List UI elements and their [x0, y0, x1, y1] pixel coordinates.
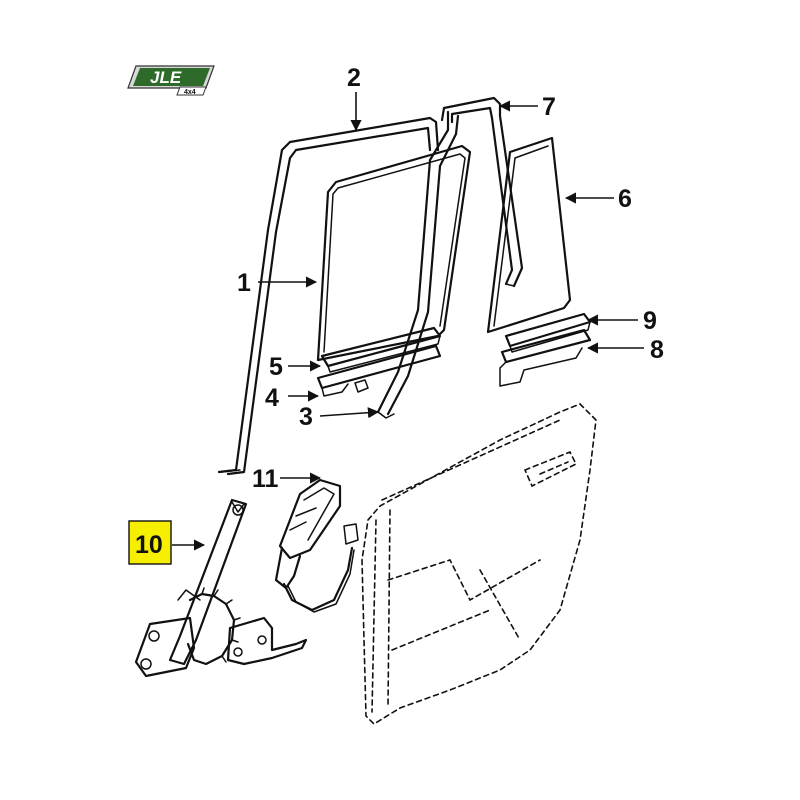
callout-5: 5 — [269, 353, 283, 381]
logo-brand-text: JLE — [150, 68, 182, 87]
highlight-box-10 — [128, 520, 172, 565]
part-10-window-regulator — [134, 498, 308, 678]
callout-4: 4 — [265, 384, 279, 412]
callout-10: 10 — [135, 531, 163, 559]
callout-11: 11 — [252, 465, 279, 493]
callout-7: 7 — [542, 93, 556, 121]
door-outer-panel — [361, 403, 597, 726]
part-2-frame-seal — [217, 116, 440, 476]
logo-sub-text: 4x4 — [184, 89, 196, 96]
part-5-lift-channel — [320, 326, 442, 373]
logo-green-panel — [133, 68, 210, 86]
jle-logo: JLE 4x4 — [127, 65, 215, 96]
part-3-division-channel — [376, 110, 460, 419]
callout-8: 8 — [650, 336, 664, 364]
leader-lines — [172, 92, 644, 551]
callout-labels: 2 1 7 6 5 4 3 9 8 11 10 — [135, 64, 664, 559]
callout-3: 3 — [299, 403, 313, 431]
callout-1: 1 — [237, 269, 251, 297]
leader-3 — [319, 407, 380, 419]
part-1-door-glass — [316, 144, 472, 362]
part-4-lift-channel-lower — [316, 344, 442, 397]
part-8-quarter-channel-lower — [499, 328, 592, 387]
part-6-quarter-glass — [486, 136, 572, 334]
part-11-regulator-motor — [274, 478, 359, 613]
callout-2: 2 — [347, 64, 361, 92]
callout-6: 6 — [618, 185, 632, 213]
callout-9: 9 — [643, 307, 657, 335]
part-9-quarter-channel — [504, 312, 592, 353]
